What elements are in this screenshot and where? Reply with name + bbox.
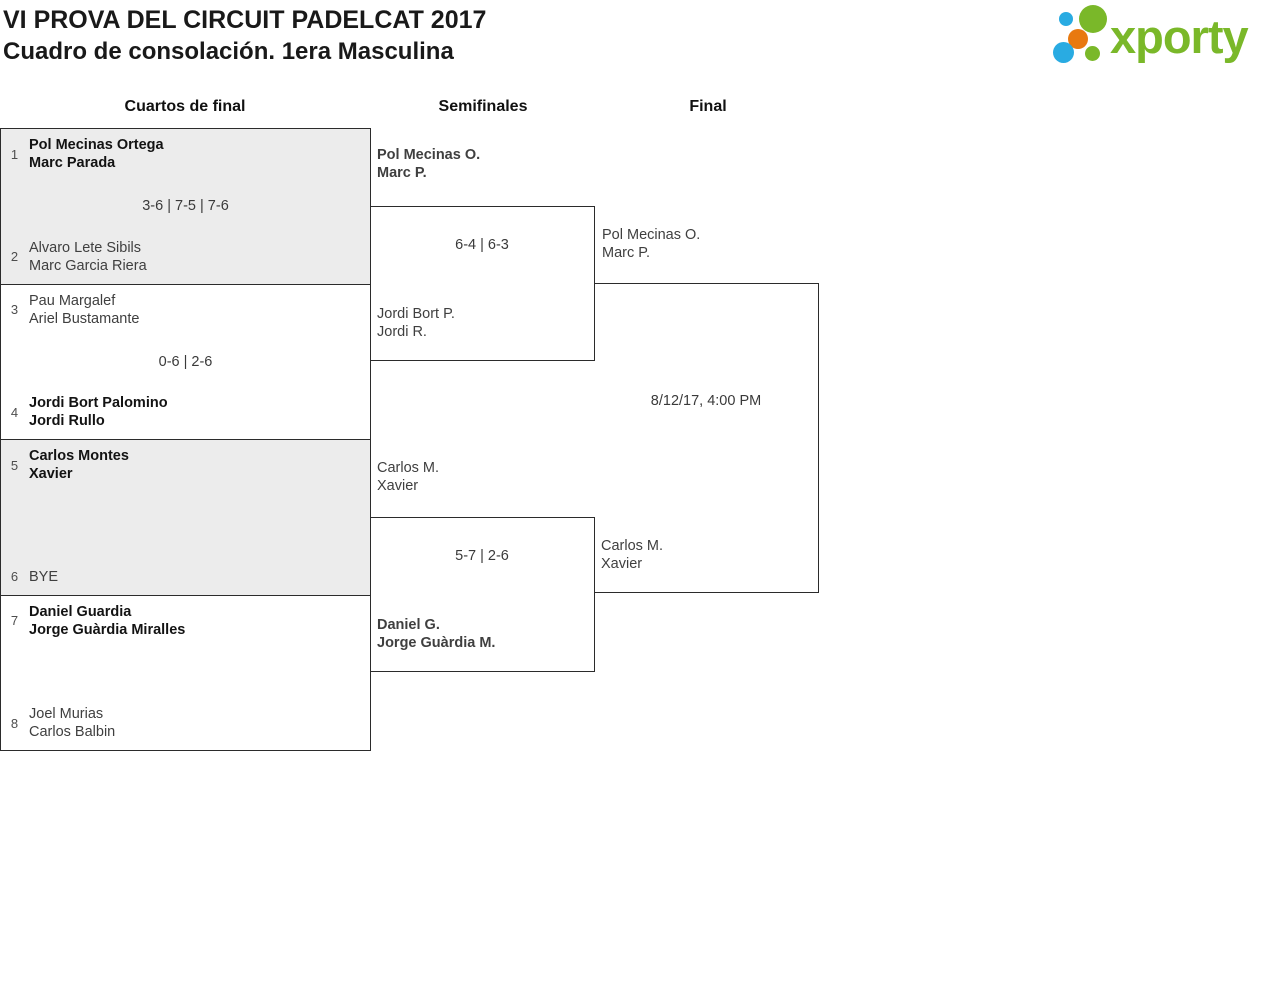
match-score: 5-7 | 2-6 (455, 548, 509, 564)
quarterfinal-match-1: 1 Pol Mecinas Ortega Marc Parada 3-6 | 7… (1, 129, 370, 284)
team-entry: 1 Pol Mecinas Ortega Marc Parada (7, 136, 164, 172)
logo-dot-green-big-icon (1079, 5, 1107, 33)
tournament-title: VI PROVA DEL CIRCUIT PADELCAT 2017 (3, 6, 487, 34)
logo-dot-green-small-icon (1085, 46, 1100, 61)
team-entry: 6 BYE (7, 568, 58, 586)
round-header-final: Final (689, 98, 727, 115)
match-score: 3-6 | 7-5 | 7-6 (142, 198, 229, 215)
seed-number: 1 (10, 146, 19, 162)
team-names: Jordi Bort Palomino Jordi Rullo (29, 395, 168, 429)
team-names: Daniel Guardia Jorge Guàrdia Miralles (29, 603, 186, 638)
team-names: BYE (29, 568, 59, 585)
final-top-team: Pol Mecinas O. Marc P. (602, 227, 701, 261)
logo-dot-orange-icon (1068, 29, 1088, 49)
semifinal-2-bottom-team: Daniel G. Jorge Guàrdia M. (377, 617, 496, 651)
semifinal-1-bottom-team: Jordi Bort P. Jordi R. (377, 306, 455, 340)
round-header-quarterfinals: Cuartos de final (124, 98, 246, 115)
final-bottom-team: Carlos M. Xavier (601, 538, 664, 572)
seed-number: 8 (10, 715, 19, 731)
match-score: 0-6 | 2-6 (158, 353, 213, 370)
quarterfinal-match-3: 5 Carlos Montes Xavier 6 BYE (1, 439, 370, 595)
seed-number: 5 (10, 457, 19, 473)
team-entry: 8 Joel Murias Carlos Balbin (7, 705, 115, 741)
xporty-wordmark: xporty (1110, 10, 1249, 63)
seed-number: 2 (10, 249, 19, 264)
seed-number: 4 (10, 404, 19, 420)
team-names: Carlos Montes Xavier (29, 448, 129, 482)
team-entry: 7 Daniel Guardia Jorge Guàrdia Miralles (7, 603, 185, 639)
seed-number: 6 (10, 569, 19, 584)
team-names: Pau Margalef Ariel Bustamante (29, 292, 140, 327)
logo-dot-blue-big-icon (1053, 42, 1074, 63)
team-entry: 3 Pau Margalef Ariel Bustamante (7, 292, 140, 328)
final-match-schedule: 8/12/17, 4:00 PM (650, 393, 762, 409)
logo-dot-blue-small-icon (1059, 12, 1073, 26)
team-entry: 2 Alvaro Lete Sibils Marc Garcia Riera (7, 239, 147, 275)
xporty-logo[interactable]: xporty (1050, 4, 1276, 76)
semifinal-2-top-team: Carlos M. Xavier (377, 460, 440, 494)
semifinal-1-top-team: Pol Mecinas O. Marc P. (377, 147, 481, 181)
semifinal-2-box: 5-7 | 2-6 Daniel G. Jorge Guàrdia M. (370, 517, 595, 672)
quarterfinals-column: 1 Pol Mecinas Ortega Marc Parada 3-6 | 7… (0, 128, 371, 751)
match-score: 6-4 | 6-3 (455, 237, 509, 253)
final-box: 8/12/17, 4:00 PM Carlos M. Xavier (594, 283, 819, 593)
quarterfinal-match-2: 3 Pau Margalef Ariel Bustamante 0-6 | 2-… (1, 283, 370, 439)
bracket-subtitle: Cuadro de consolación. 1era Masculina (3, 38, 454, 65)
quarterfinal-match-4: 7 Daniel Guardia Jorge Guàrdia Miralles … (1, 594, 370, 750)
team-names: Alvaro Lete Sibils Marc Garcia Riera (29, 239, 147, 274)
seed-number: 3 (10, 302, 19, 317)
team-names: Pol Mecinas Ortega Marc Parada (29, 137, 164, 171)
seed-number: 7 (10, 613, 19, 628)
team-names: Joel Murias Carlos Balbin (29, 706, 116, 740)
team-entry: 4 Jordi Bort Palomino Jordi Rullo (7, 394, 168, 430)
team-entry: 5 Carlos Montes Xavier (7, 447, 129, 483)
semifinal-1-box: 6-4 | 6-3 Jordi Bort P. Jordi R. (370, 206, 595, 361)
round-header-semifinals: Semifinales (438, 98, 528, 115)
